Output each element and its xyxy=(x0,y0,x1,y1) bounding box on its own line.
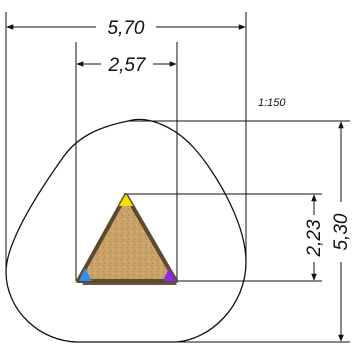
corner-post-left xyxy=(79,268,92,281)
triangle-board xyxy=(76,193,178,283)
scale-label: 1:150 xyxy=(258,97,286,109)
inner-width-label: 2,57 xyxy=(108,55,147,76)
corner-post-top xyxy=(119,194,133,206)
corner-post-right xyxy=(163,268,176,281)
overall-height-label: 5,30 xyxy=(331,213,352,250)
overall-width-label: 5,70 xyxy=(108,18,145,39)
inner-height-label: 2,23 xyxy=(304,219,325,257)
